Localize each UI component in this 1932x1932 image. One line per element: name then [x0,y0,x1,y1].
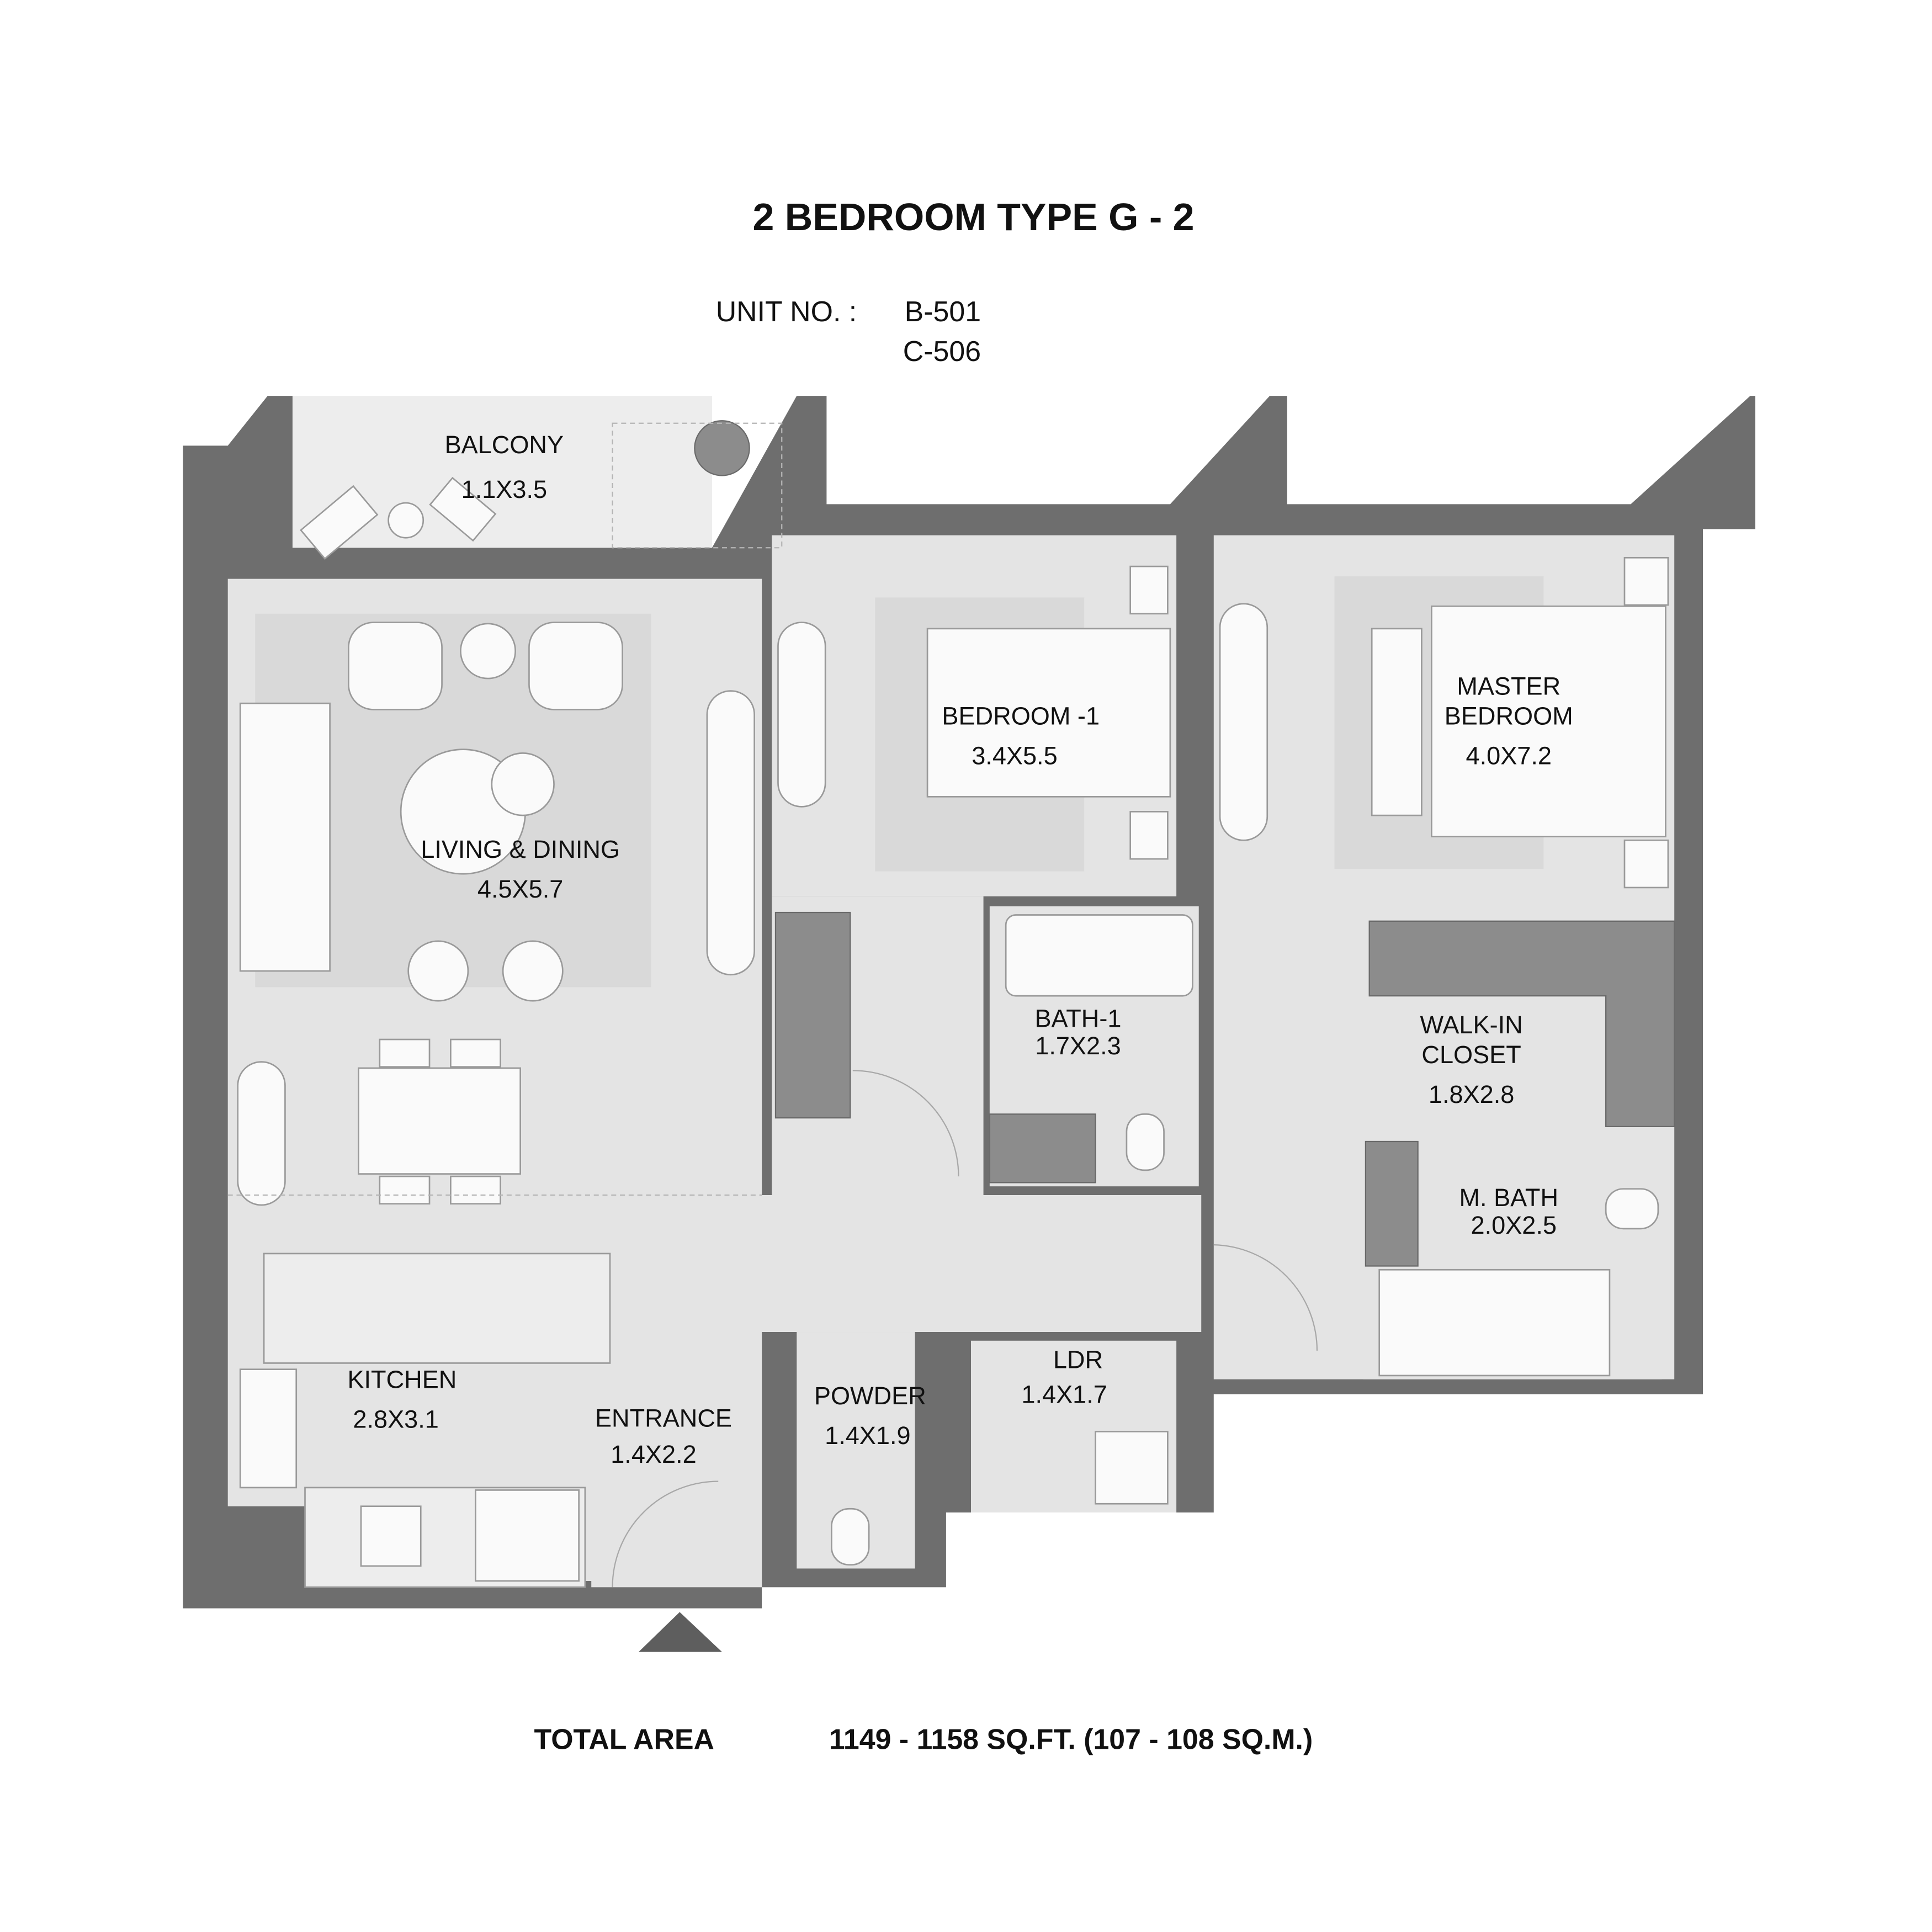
kitchen-name: KITCHEN [347,1365,457,1393]
entrance-dims: 1.4X2.2 [611,1440,696,1468]
powder-name: POWDER [814,1382,926,1410]
balcony-name: BALCONY [445,431,564,459]
ldr-dims: 1.4X1.7 [1021,1381,1107,1409]
unit-number-1: B-501 [905,295,981,327]
master-name-2: BEDROOM [1445,702,1573,730]
total-area-label: TOTAL AREA [534,1723,714,1755]
room-labels: BALCONY 1.1X3.5 LIVING & DINING 4.5X5.7 … [347,431,1573,1468]
balcony-dims: 1.1X3.5 [461,475,547,503]
powder-dims: 1.4X1.9 [825,1421,910,1450]
living-dims: 4.5X5.7 [477,875,563,903]
closet-name-1: WALK-IN [1420,1011,1522,1039]
master-dims: 4.0X7.2 [1466,742,1552,770]
mbath-name: M. BATH [1459,1183,1558,1212]
plan-title: 2 BEDROOM TYPE G - 2 [753,195,1195,238]
bedroom1-name: BEDROOM -1 [942,702,1100,730]
unit-label: UNIT NO. : [716,295,857,327]
total-area-value: 1149 - 1158 SQ.FT. (107 - 108 SQ.M.) [829,1723,1313,1755]
entrance-name: ENTRANCE [595,1404,732,1432]
ldr-name: LDR [1053,1345,1103,1373]
entrance-arrow-icon [638,1612,722,1652]
mbath-dims: 2.0X2.5 [1471,1211,1557,1239]
furniture [227,420,1675,1588]
kitchen-dims: 2.8X3.1 [353,1405,438,1434]
closet-dims: 1.8X2.8 [1429,1080,1514,1108]
bath1-name: BATH-1 [1034,1005,1121,1033]
bath1-dims: 1.7X2.3 [1035,1032,1121,1060]
living-name: LIVING & DINING [421,835,620,863]
master-name-1: MASTER [1457,672,1561,700]
closet-name-2: CLOSET [1421,1041,1521,1069]
unit-number-2: C-506 [903,335,981,367]
bedroom1-dims: 3.4X5.5 [972,742,1057,770]
